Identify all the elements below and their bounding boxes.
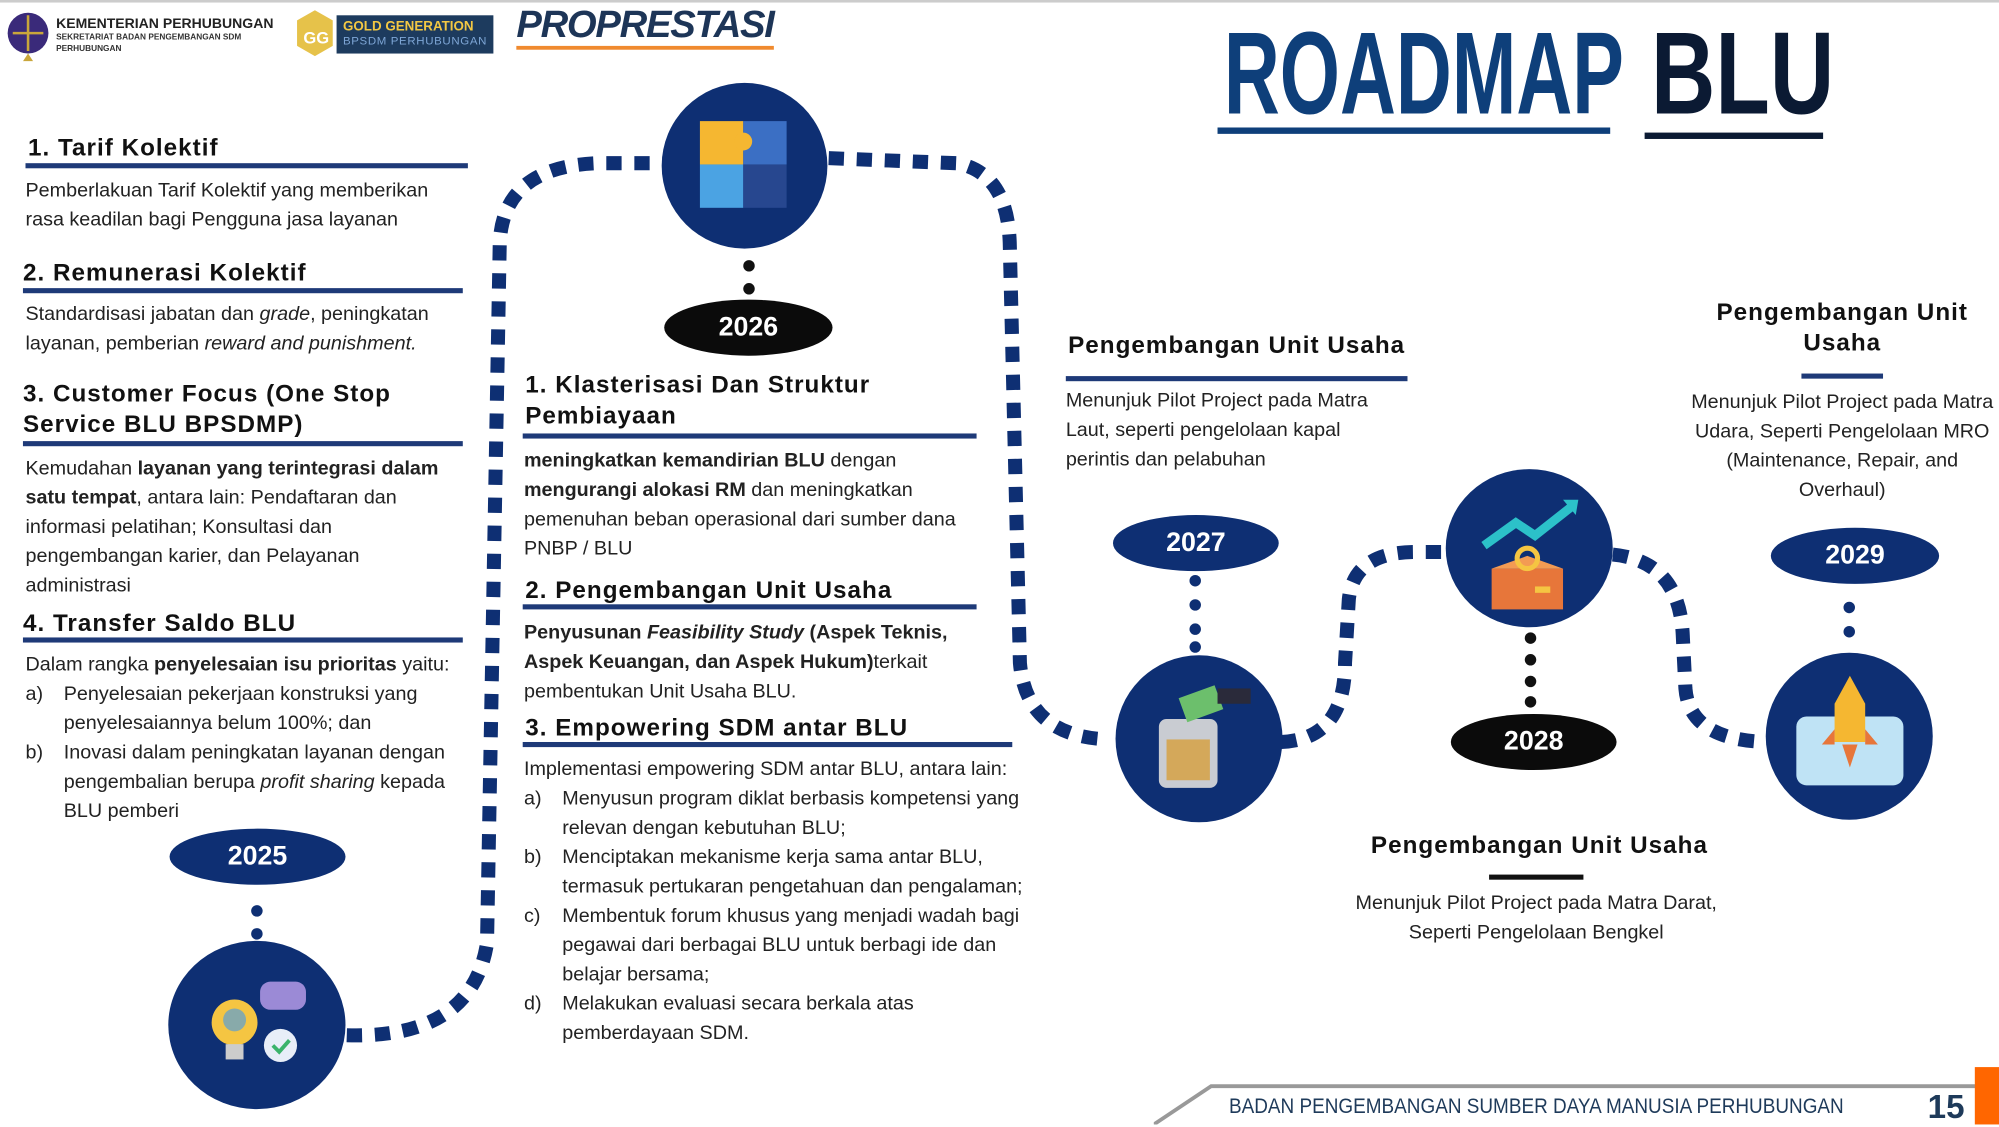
connector-dot (1843, 601, 1855, 614)
year-badge-2027: 2027 (1112, 515, 1279, 572)
connector-dot (743, 283, 755, 295)
connector-dot (1189, 599, 1201, 611)
heading-pengembangan-unit-usaha-2026: 2. Pengembangan Unit Usaha (525, 577, 893, 605)
logo-subtitle: SEKRETARIAT BADAN PENGEMBANGAN SDM PERHU… (56, 33, 242, 54)
kemenhub-logo: KEMENTERIAN PERHUBUNGAN SEKRETARIAT BADA… (5, 10, 279, 62)
logo-title: KEMENTERIAN PERHUBUNGAN (56, 16, 274, 32)
connector-dot (251, 905, 263, 917)
connector-dot (251, 928, 263, 940)
connector-dot (1524, 696, 1537, 708)
page-number: 15 (1927, 1087, 1965, 1126)
connector-dot (1189, 574, 1201, 587)
kemenhub-emblem-icon (7, 12, 49, 62)
divider (1065, 376, 1408, 382)
year-badge-2026: 2026 (664, 299, 833, 356)
heading-unit-usaha-2029: Pengembangan Unit Usaha (1716, 299, 1968, 357)
puzzle-teamwork-icon (661, 82, 828, 249)
footer-band (1153, 1084, 1999, 1125)
gold-generation-logo: GG GOLD GENERATION BPSDM PERHUBUNGAN (293, 3, 494, 67)
year-badge-2029: 2029 (1770, 527, 1940, 584)
divider (1801, 373, 1884, 379)
divider (22, 441, 463, 447)
connector-dot (1524, 654, 1537, 666)
idea-gear-icon (168, 940, 346, 1110)
text-remunerasi: Standardisasi jabatan dan grade, peningk… (25, 303, 429, 355)
svg-text:GG: GG (303, 28, 329, 47)
heading-unit-usaha-2027: Pengembangan Unit Usaha (1068, 332, 1406, 360)
text-empowering-sdm: Implementasi empowering SDM antar BLU, a… (523, 758, 1023, 1045)
footer-organization: BADAN PENGEMBANGAN SUMBER DAYA MANUSIA P… (1229, 1095, 1844, 1119)
logo2-subtitle: BPSDM PERHUBUNGAN (342, 34, 488, 48)
heading-transfer-saldo: 4. Transfer Saldo BLU (22, 610, 297, 638)
connector-dot (1189, 623, 1201, 635)
money-jar-icon (1115, 655, 1283, 823)
heading-unit-usaha-2028: Pengembangan Unit Usaha (1370, 832, 1708, 860)
divider (522, 741, 1013, 748)
heading-remunerasi: 2. Remunerasi Kolektif (22, 260, 307, 287)
year-badge-2028: 2028 (1450, 713, 1617, 771)
title-roadmap: ROADMAP (1223, 8, 1624, 139)
connector-dot (1189, 641, 1201, 653)
connector-dot (1843, 625, 1855, 638)
path-2026-2027 (828, 151, 1110, 747)
divider (25, 163, 468, 169)
heading-customer-focus: 3. Customer Focus (One Stop Service BLU … (22, 381, 391, 439)
path-2027-2028 (1280, 545, 1448, 749)
top-border (0, 0, 1999, 3)
path-2025-2026 (346, 156, 663, 1043)
year-badge-2025: 2025 (169, 828, 346, 885)
connector-dot (1524, 675, 1537, 688)
text-transfer-saldo: Dalam rangka penyelesaian isu prioritas … (25, 654, 450, 823)
title-blu: BLU (1650, 8, 1835, 139)
text-feasibility-study: Penyusunan Feasibility Study (Aspek Tekn… (523, 622, 948, 703)
divider (1489, 874, 1584, 880)
heading-tarif-kolektif: 1. Tarif Kolektif (28, 135, 219, 162)
text-customer-focus: Kemudahan layanan yang terintegrasi dala… (25, 457, 439, 597)
connector-dot (1524, 632, 1537, 644)
divider (522, 604, 977, 610)
title-underline (1217, 127, 1611, 134)
text-unit-usaha-2029: Menunjuk Pilot Project pada Matra Udara,… (1691, 391, 1994, 502)
connector-dot (743, 260, 755, 272)
logo2-title: GOLD GENERATION (342, 19, 474, 35)
divider (22, 288, 463, 294)
growth-box-icon (1445, 469, 1613, 628)
path-2028-2029 (1611, 547, 1767, 749)
title-underline-2 (1644, 132, 1824, 139)
text-tarif-kolektif: Pemberlakuan Tarif Kolektif yang memberi… (25, 179, 429, 231)
text-klasterisasi: meningkatkan kemandirian BLU dengan meng… (523, 450, 956, 560)
divider (22, 637, 463, 643)
accent-bar (1974, 1067, 1999, 1125)
divider (522, 433, 977, 439)
text-unit-usaha-2027: Menunjuk Pilot Project pada Matra Laut, … (1065, 390, 1368, 471)
gold-generation-emblem-icon: GG (297, 10, 333, 57)
heading-empowering-sdm: 3. Empowering SDM antar BLU (525, 715, 909, 742)
text-unit-usaha-2028: Menunjuk Pilot Project pada Matra Darat,… (1355, 892, 1717, 944)
heading-klasterisasi: 1. Klasterisasi Dan Struktur Pembiayaan (525, 372, 871, 430)
rocket-launch-icon (1765, 652, 1933, 820)
proprestasi-logo: PROPRESTASI (516, 4, 775, 50)
